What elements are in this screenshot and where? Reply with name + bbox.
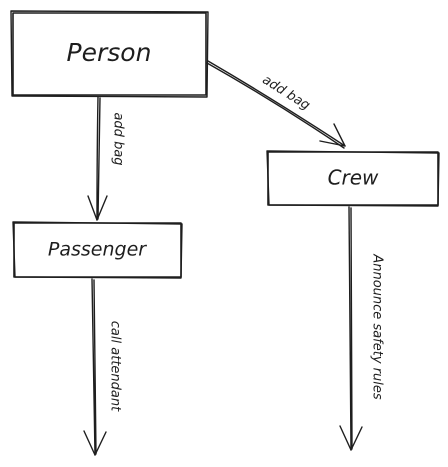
arrowhead	[87, 195, 108, 221]
crew-label: Crew	[328, 166, 379, 190]
edge-crew-out: Announce safety rules	[339, 206, 385, 451]
person-node[interactable]: Person	[10, 10, 209, 98]
edge-label-passenger-out: call attendant	[108, 321, 123, 412]
arrowhead	[339, 425, 363, 451]
arrow-line	[206, 60, 346, 149]
edge-label-crew-out: Announce safety rules	[370, 253, 385, 400]
arrow-line	[91, 278, 97, 456]
passenger-node[interactable]: Passenger	[12, 221, 183, 279]
edge-passenger-out: call attendant	[83, 278, 123, 456]
edge-person-to-passenger: add bag	[87, 96, 126, 221]
person-label: Person	[67, 38, 152, 67]
arrow-line	[348, 206, 353, 451]
passenger-label: Passenger	[48, 239, 147, 261]
arrowhead	[319, 123, 346, 147]
edge-person-to-crew: add bag	[206, 60, 346, 149]
edge-label-person-passenger: add bag	[111, 112, 126, 165]
edge-label-person-crew: add bag	[260, 73, 313, 114]
arrowhead	[83, 430, 107, 456]
crew-node[interactable]: Crew	[266, 150, 440, 207]
arrow-line	[96, 96, 101, 221]
